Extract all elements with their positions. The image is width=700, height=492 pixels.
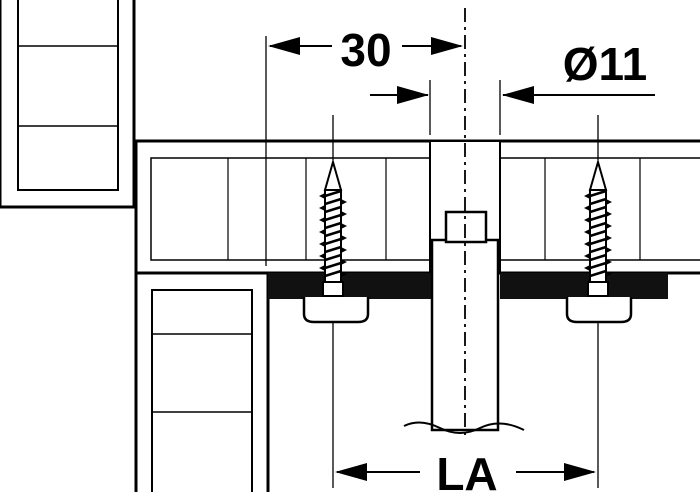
extension-lines bbox=[265, 36, 599, 488]
spindle-rod bbox=[403, 8, 525, 438]
clip-cap-right bbox=[565, 297, 633, 324]
left-lower-cabinet bbox=[134, 273, 270, 492]
diameter-label: Ø11 bbox=[563, 38, 647, 90]
spacing-label: LA bbox=[436, 448, 497, 492]
dimension-width: 30 bbox=[268, 24, 463, 76]
arrow-icon bbox=[502, 86, 534, 104]
mounting-rail bbox=[268, 273, 668, 299]
arrow-icon bbox=[335, 463, 367, 481]
shelf-panel bbox=[134, 139, 700, 275]
clip-cap-left bbox=[302, 297, 370, 324]
left-upper-cabinet bbox=[0, 0, 136, 209]
dimension-spacing: LA bbox=[335, 448, 596, 492]
dimension-diameter: Ø11 bbox=[370, 38, 655, 104]
width-label: 30 bbox=[340, 24, 391, 76]
arrow-icon bbox=[268, 37, 300, 55]
arrow-icon bbox=[564, 463, 596, 481]
arrow-icon bbox=[397, 86, 429, 104]
arrow-icon bbox=[431, 37, 463, 55]
